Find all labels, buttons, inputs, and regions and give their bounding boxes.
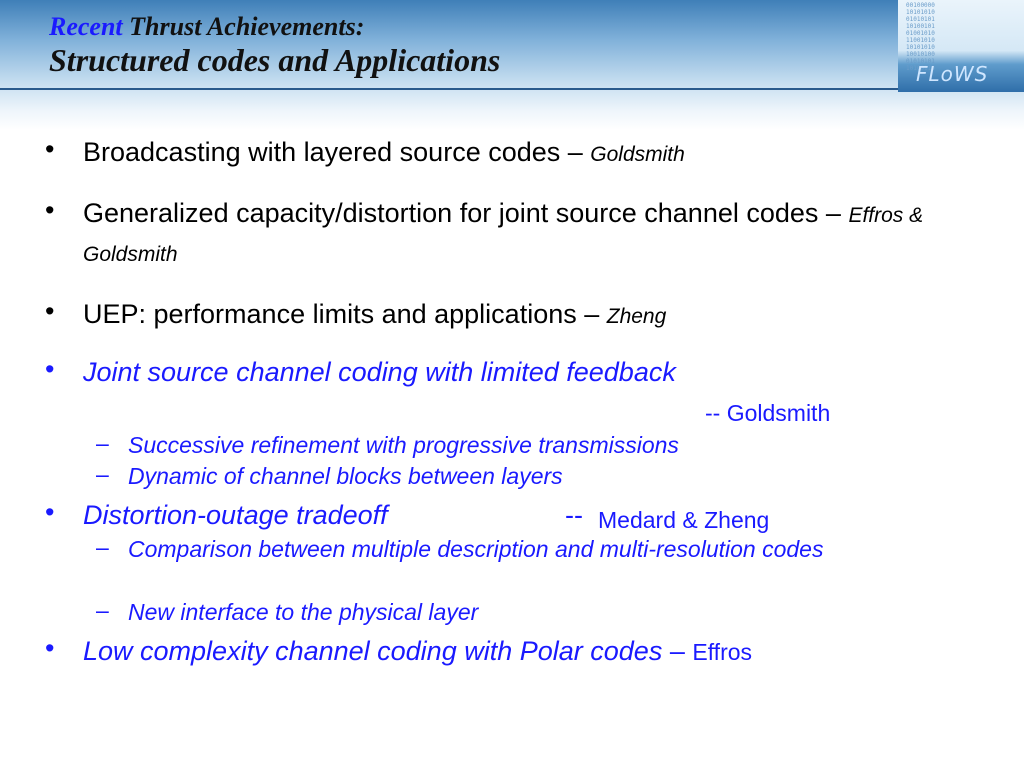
sub-text: New interface to the physical layer: [128, 599, 479, 625]
bullet-separator: --: [565, 500, 583, 530]
sub-text: Successive refinement with progressive t…: [128, 432, 679, 458]
title-recent: Recent: [49, 12, 123, 41]
bullet-text: Joint source channel coding with limited…: [83, 357, 676, 387]
bullet-author: -- Goldsmith: [705, 400, 831, 426]
slide-title: Recent Thrust Achievements: Structured c…: [49, 14, 501, 78]
sub-marker: –: [96, 597, 109, 623]
sub-marker: –: [96, 461, 109, 487]
bullet-author: Effros & Goldsmith: [83, 204, 924, 266]
bullet-author: Goldsmith: [590, 143, 685, 166]
bullet-text-main: Generalized capacity/distortion for join…: [83, 198, 849, 228]
bullet-text: Generalized capacity/distortion for join…: [83, 195, 983, 273]
bullet-text: Distortion-outage tradeoff: [83, 500, 388, 530]
logo-binary-pattern: 00100000 10101010 01010101 10100101 0100…: [906, 2, 935, 72]
title-line-1: Recent Thrust Achievements:: [49, 14, 500, 40]
bullet-marker: •: [45, 633, 55, 663]
header-background: [0, 0, 1024, 130]
flows-logo: 00100000 10101010 01010101 10100101 0100…: [898, 0, 1024, 92]
bullet-author: Medard & Zheng: [598, 507, 770, 533]
bullet-marker: •: [45, 134, 55, 164]
title-rest: Thrust Achievements:: [122, 12, 365, 41]
sub-text: Dynamic of channel blocks between layers: [128, 463, 563, 489]
bullet-text-main: Low complexity channel coding with Polar…: [83, 636, 663, 666]
bullet-marker: •: [45, 497, 55, 527]
sub-text: Comparison between multiple description …: [128, 536, 824, 562]
bullet-author: Zheng: [606, 305, 667, 328]
slide-subtitle: Structured codes and Applications: [49, 42, 501, 78]
bullet-marker: •: [45, 354, 55, 384]
sub-marker: –: [96, 534, 109, 560]
header-divider: [0, 88, 1024, 90]
sub-marker: –: [96, 430, 109, 456]
bullet-text-main: UEP: performance limits and applications…: [83, 299, 607, 329]
bullet-text: Broadcasting with layered source codes –…: [83, 134, 983, 173]
bullet-separator: –: [662, 636, 693, 666]
logo-text: FLoWS: [916, 62, 989, 86]
bullet-text: UEP: performance limits and applications…: [83, 296, 983, 335]
bullet-marker: •: [45, 195, 55, 225]
bullet-text: Low complexity channel coding with Polar…: [83, 633, 983, 671]
bullet-marker: •: [45, 296, 55, 326]
bullet-author: Effros: [692, 639, 753, 665]
bullet-text-main: Broadcasting with layered source codes –: [83, 137, 591, 167]
